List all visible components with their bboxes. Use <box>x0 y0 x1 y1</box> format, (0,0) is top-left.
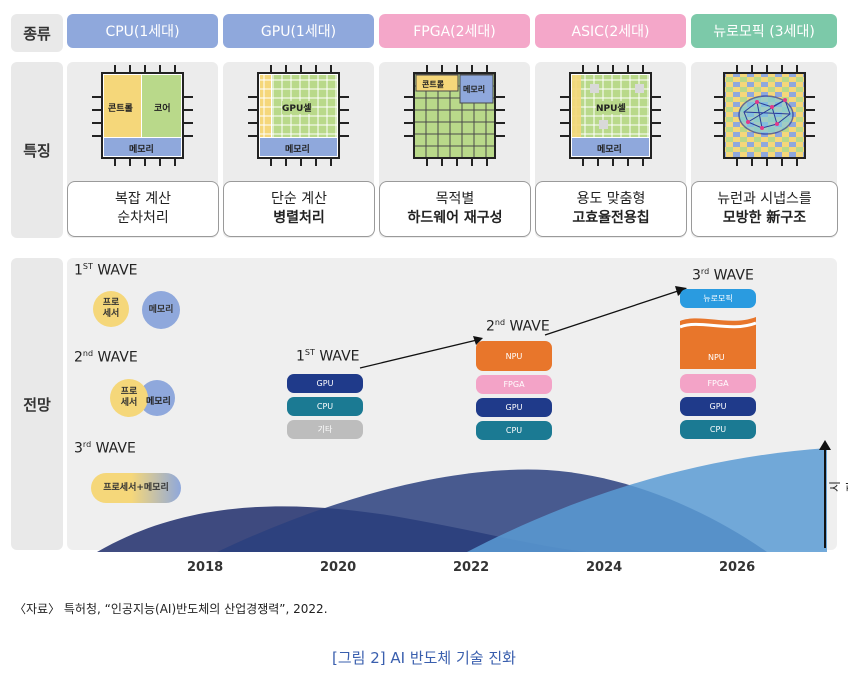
desc-asic-line2: 고효율전용칩 <box>572 210 650 226</box>
desc-gpu: 단순 계산 병렬처리 <box>223 181 375 237</box>
row-label-outlook: 전망 <box>11 258 63 550</box>
wave3-item-fpga: FPGA <box>680 374 756 393</box>
type-neuromorphic: 뉴로모픽 (3세대) <box>691 14 837 48</box>
cpu-chip-icon <box>92 65 193 166</box>
asic-cell-label: NPU셀 <box>596 101 626 114</box>
type-asic-label: ASIC(2세대) <box>571 24 650 40</box>
wave3-item-neuromorphic: 뉴로모픽 <box>680 289 756 308</box>
wave1-item-gpu: GPU <box>287 374 363 393</box>
wave3-npu-shape <box>680 317 756 369</box>
row-label-feature-text: 특징 <box>23 141 51 160</box>
cpu-memory-label: 메모리 <box>129 145 154 155</box>
timeline-wave1-title: 1ST WAVE <box>296 348 360 365</box>
market-axis-arrow-icon <box>819 440 831 548</box>
neuromorphic-chip-icon <box>714 65 815 166</box>
wave1-item-other: 기타 <box>287 420 363 439</box>
type-gpu-label: GPU(1세대) <box>260 24 337 40</box>
legend-wave2-title: 2nd WAVE <box>74 349 138 366</box>
asic-chip-icon <box>560 65 661 166</box>
wave-arrows <box>359 286 687 369</box>
desc-fpga: 목적별 하드웨어 재구성 <box>379 181 531 237</box>
desc-fpga-line1: 목적별 <box>435 191 475 207</box>
desc-neuromorphic: 뉴런과 시냅스를 모방한 新구조 <box>691 181 838 237</box>
desc-gpu-line2: 병렬처리 <box>273 210 325 226</box>
row-label-outlook-text: 전망 <box>23 395 51 414</box>
type-neuromorphic-label: 뉴로모픽 (3세대) <box>713 24 815 40</box>
fpga-control-label: 콘트롤 <box>422 80 445 89</box>
year-2026: 2026 <box>719 560 756 575</box>
legend-wave3-title: 3rd WAVE <box>74 440 136 457</box>
legend-wave1-memory: 메모리 <box>142 291 180 329</box>
cpu-core-label: 코어 <box>154 104 171 114</box>
fpga-chip-icon <box>404 65 505 166</box>
desc-cpu-line2: 순차처리 <box>117 210 169 226</box>
timeline-wave2-title: 2nd WAVE <box>486 318 550 335</box>
desc-gpu-line1: 단순 계산 <box>271 191 327 207</box>
gpu-memory-label: 메모리 <box>285 145 310 155</box>
row-label-feature: 특징 <box>11 62 63 238</box>
legend-wave3-merged: 프로세서+메모리 <box>91 473 181 503</box>
type-cpu-label: CPU(1세대) <box>105 24 180 40</box>
wave2-item-gpu: GPU <box>476 398 552 417</box>
row-label-type-text: 종류 <box>23 24 51 43</box>
legend-wave2-memory: 메모리 <box>146 397 171 407</box>
year-2018: 2018 <box>187 560 224 575</box>
wave2-item-fpga: FPGA <box>476 375 552 394</box>
year-2020: 2020 <box>320 560 357 575</box>
gpu-cell-label: GPU셀 <box>282 101 312 114</box>
source-note: 〈자료〉 특허청, “인공지능(AI)반도체의 산업경쟁력”, 2022. <box>14 602 328 616</box>
wave3-item-cpu: CPU <box>680 420 756 439</box>
figure-caption: [그림 2] AI 반도체 기술 진화 <box>332 649 516 667</box>
wave1-item-cpu: CPU <box>287 397 363 416</box>
desc-neuromorphic-line2: 모방한 新구조 <box>722 210 807 226</box>
row-label-type: 종류 <box>11 14 63 52</box>
legend-wave1-processor: 프로 세서 <box>93 291 129 327</box>
desc-asic: 용도 맞춤형 고효율전용칩 <box>535 181 687 237</box>
desc-fpga-line2: 하드웨어 재구성 <box>407 210 503 226</box>
fpga-memory-label: 메모리 <box>463 85 486 94</box>
gpu-chip-icon <box>248 65 349 166</box>
wave3-item-npu: NPU <box>708 353 725 362</box>
legend-wave2-processor: 프로 세서 <box>110 379 148 417</box>
desc-cpu-line1: 복잡 계산 <box>115 191 171 207</box>
type-asic: ASIC(2세대) <box>535 14 686 48</box>
wave3-item-gpu: GPU <box>680 397 756 416</box>
type-cpu: CPU(1세대) <box>67 14 218 48</box>
desc-cpu: 복잡 계산 순차처리 <box>67 181 219 237</box>
legend-wave1-title: 1ST WAVE <box>74 262 138 279</box>
desc-neuromorphic-line1: 뉴런과 시냅스를 <box>717 191 812 207</box>
year-2024: 2024 <box>586 560 623 575</box>
timeline-wave3-title: 3rd WAVE <box>692 267 754 284</box>
neural-network-icon <box>738 95 794 135</box>
type-fpga-label: FPGA(2세대) <box>413 24 496 40</box>
market-waves <box>97 448 827 552</box>
cpu-control-label: 콘트롤 <box>108 104 133 114</box>
wave2-item-cpu: CPU <box>476 421 552 440</box>
market-label: 시장 <box>828 480 848 492</box>
type-fpga: FPGA(2세대) <box>379 14 530 48</box>
asic-memory-label: 메모리 <box>597 145 622 155</box>
type-gpu: GPU(1세대) <box>223 14 374 48</box>
year-2022: 2022 <box>453 560 490 575</box>
wave2-item-npu: NPU <box>476 341 552 371</box>
desc-asic-line1: 용도 맞춤형 <box>576 191 646 207</box>
